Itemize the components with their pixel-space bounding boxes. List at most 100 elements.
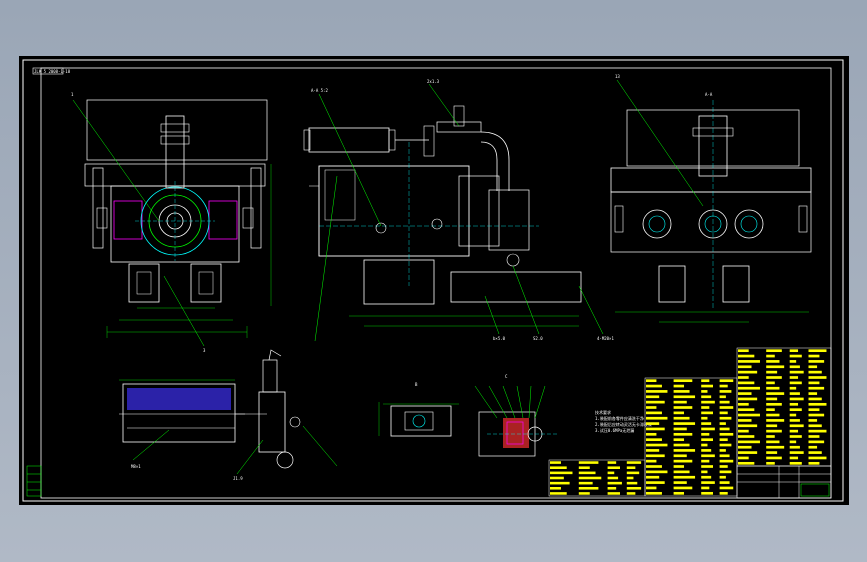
parts-cell — [719, 438, 728, 442]
parts-cell — [738, 435, 755, 438]
note-3: 3.试压0.6MPa无泄漏 — [595, 427, 634, 433]
parts-cell — [626, 487, 642, 490]
parts-cell — [550, 466, 567, 469]
parts-cell — [719, 379, 734, 383]
parts-cell — [701, 465, 713, 468]
callout-c6: J1.9 — [233, 476, 243, 481]
parts-cell — [719, 384, 728, 388]
parts-cell — [738, 445, 752, 449]
parts-cell — [738, 392, 752, 395]
parts-cell — [701, 481, 715, 484]
parts-cell — [673, 475, 696, 479]
parts-cell — [673, 481, 687, 484]
parts-cell — [578, 481, 593, 485]
parts-cell — [789, 435, 802, 438]
parts-cell — [701, 459, 710, 463]
side-balloon: 13 — [615, 74, 620, 79]
parts-cell — [808, 397, 822, 401]
parts-cell — [646, 379, 657, 383]
callout-c3: S2.0 — [533, 336, 543, 341]
parts-cell — [550, 471, 573, 475]
parts-cell — [766, 402, 782, 406]
parts-cell — [607, 492, 620, 495]
parts-cell — [738, 349, 749, 353]
parts-cell — [673, 422, 696, 425]
parts-cell — [646, 390, 668, 393]
callout-c5: M8×1 — [131, 464, 141, 469]
parts-cell — [673, 384, 685, 388]
front-view: 1 3 — [71, 92, 272, 353]
parts-cell — [766, 360, 780, 363]
parts-cell — [646, 384, 662, 388]
side-label: A-A — [705, 92, 713, 97]
parts-cell — [738, 429, 749, 433]
parts-cell — [738, 360, 760, 363]
parts-cell — [626, 471, 640, 475]
parts-cell — [808, 386, 825, 390]
parts-cell — [578, 466, 590, 469]
parts-cell — [766, 429, 782, 433]
parts-cell — [701, 416, 708, 420]
parts-cell — [701, 486, 710, 490]
parts-cell — [578, 471, 596, 475]
parts-cell — [673, 443, 690, 447]
parts-cell — [719, 395, 726, 399]
parts-cell — [578, 461, 599, 464]
parts-cell — [673, 406, 693, 409]
front-balloon-top: 1 — [71, 92, 74, 97]
parts-cell — [766, 354, 775, 358]
parts-cell — [719, 390, 732, 393]
parts-cell — [808, 392, 818, 395]
parts-cell — [719, 406, 734, 409]
parts-cell — [789, 397, 804, 401]
parts-cell — [738, 354, 755, 358]
title-block — [736, 465, 832, 499]
parts-cell — [701, 379, 710, 383]
parts-cell — [719, 486, 734, 490]
note-1: 1.装配前各零件应清洗干净 — [595, 415, 644, 421]
parts-cell — [766, 413, 780, 417]
parts-cell — [808, 413, 825, 417]
parts-cell — [789, 354, 802, 358]
parts-cell — [701, 454, 715, 458]
parts-cell — [701, 384, 713, 388]
parts-cell — [766, 386, 780, 390]
parts-cell — [646, 422, 660, 425]
parts-cell — [673, 486, 693, 490]
parts-cell — [673, 411, 685, 415]
parts-cell — [719, 454, 730, 458]
parts-cell — [738, 370, 758, 374]
parts-cell — [789, 419, 800, 422]
parts-cell — [789, 381, 802, 385]
parts-cell — [808, 445, 818, 449]
parts-cell — [789, 386, 797, 390]
parts-cell — [789, 360, 797, 363]
parts-cell — [789, 365, 800, 369]
parts-cell — [673, 432, 693, 436]
parts-cell — [701, 491, 713, 495]
parts-cell — [808, 451, 822, 454]
parts-cell — [646, 459, 657, 463]
parts-cell — [766, 381, 775, 385]
parts-cell — [766, 435, 775, 438]
parts-cell — [766, 392, 785, 395]
parts-cell — [719, 400, 730, 404]
parts-cell — [550, 487, 561, 490]
parts-cell — [673, 400, 687, 404]
parts-cell — [738, 413, 760, 417]
cad-viewport[interactable]: JLK 5 2008-1-18 1 3 — [19, 56, 849, 505]
cad-drawing: JLK 5 2008-1-18 1 3 — [22, 59, 844, 502]
parts-cell — [808, 461, 820, 465]
parts-cell — [719, 432, 734, 436]
parts-cell — [719, 465, 728, 468]
parts-cell — [646, 465, 662, 468]
parts-cell — [738, 451, 758, 454]
parts-cell — [626, 481, 638, 485]
parts-cell — [738, 419, 752, 422]
parts-cell — [673, 379, 693, 383]
parts-cell — [673, 449, 696, 452]
front-balloon-bottom: 3 — [203, 348, 206, 353]
parts-cell — [808, 349, 827, 353]
parts-cell — [646, 486, 657, 490]
parts-cell — [646, 443, 668, 447]
